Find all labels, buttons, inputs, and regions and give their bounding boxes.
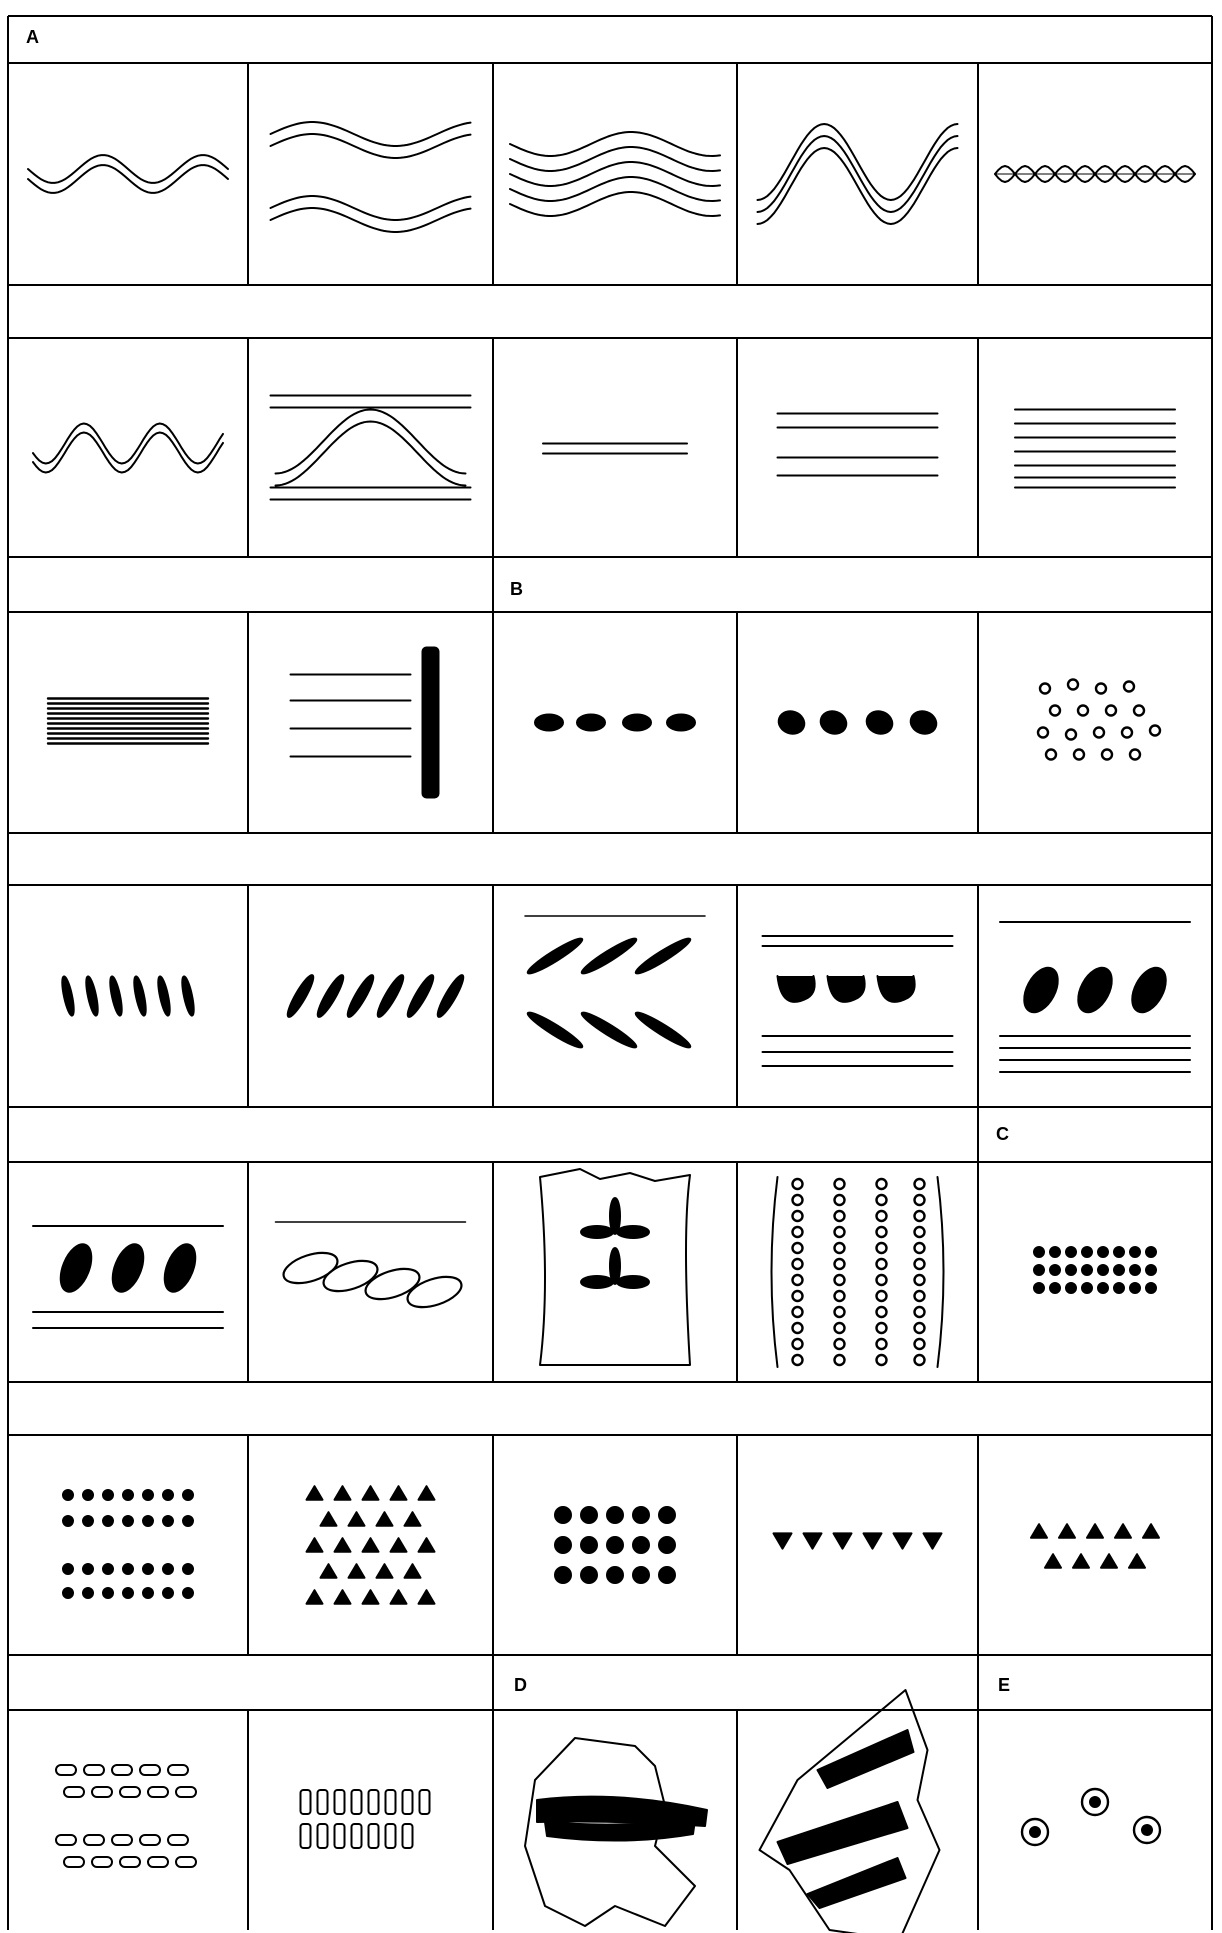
two-rows-triangles-icon <box>1031 1524 1159 1568</box>
slanted-ovals-between-lines-icon <box>33 1226 223 1328</box>
plate-grid <box>8 16 1212 1930</box>
vertical-dot-columns-icon <box>772 1177 944 1367</box>
four-rows-small-dots-icon <box>63 1490 193 1598</box>
diagonal-slash-impressions-icon <box>284 973 467 1020</box>
scattered-ring-impressions-icon <box>1038 680 1160 760</box>
four-horizontal-lines-icon <box>778 414 938 476</box>
dense-dot-rows-icon <box>1034 1247 1156 1293</box>
painted-sherd-two-icon <box>760 1690 940 1933</box>
section-label-a: A <box>26 27 39 47</box>
many-horizontal-lines-icon <box>1015 410 1175 488</box>
two-horizontal-lines-icon <box>543 444 687 454</box>
wave-between-lines-icon <box>271 396 471 500</box>
single-wavy-band-icon <box>28 155 228 193</box>
rows-of-rectangles-icon <box>301 1790 430 1848</box>
vertical-slash-impressions-icon <box>60 976 196 1017</box>
section-label-b: B <box>510 579 523 599</box>
dense-horizontal-combing-icon <box>48 699 208 744</box>
oval-impressions-between-lines-icon <box>1000 922 1190 1072</box>
deep-wave-band-icon <box>758 124 958 224</box>
crescent-impressions-with-lines-icon <box>763 936 953 1066</box>
sherd-with-leaf-motif-icon <box>540 1169 690 1365</box>
double-wavy-bands-icon <box>271 122 471 232</box>
section-label-c: C <box>996 1124 1009 1144</box>
three-rows-round-dots-icon <box>555 1507 675 1583</box>
two-rows-diagonal-slashes-icon <box>525 916 705 1051</box>
irregular-wave-icon <box>33 424 223 473</box>
twisted-cord-icon <box>995 166 1195 182</box>
section-label-d: D <box>514 1675 527 1695</box>
concentric-ring-stamps-icon <box>1022 1789 1160 1845</box>
plate-motifs <box>28 122 1195 1933</box>
row-of-oval-impressions-icon <box>535 715 695 731</box>
triple-wavy-bands-icon <box>510 132 720 216</box>
lines-with-thick-bar-icon <box>291 648 439 798</box>
rows-of-oblong-dots-icon <box>56 1765 196 1867</box>
row-of-triangles-icon <box>774 1533 942 1548</box>
painted-sherd-one-icon <box>525 1738 707 1926</box>
staggered-triangle-dots-icon <box>307 1486 435 1604</box>
section-label-e: E <box>998 1675 1010 1695</box>
row-of-heart-impressions-icon <box>776 708 940 738</box>
overlapping-ovals-icon <box>276 1222 466 1313</box>
